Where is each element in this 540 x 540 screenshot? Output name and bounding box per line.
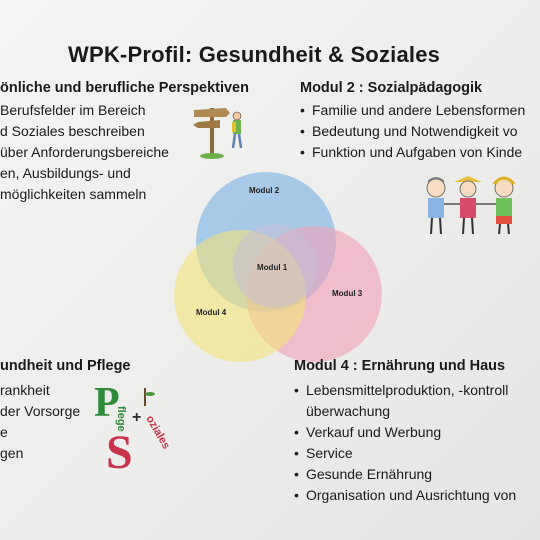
module3-line: rankheit (0, 382, 50, 398)
children-group-illustration (426, 176, 516, 235)
module4-item: Verkauf und Werbung (294, 422, 516, 443)
module2-item: Funktion und Aufgaben von Kinde (300, 142, 525, 163)
module3-line: gen (0, 445, 24, 461)
module1-line: en, Ausbildungs- und (0, 165, 131, 181)
svg-text:+: + (132, 409, 141, 426)
svg-text:oziales: oziales (143, 414, 172, 452)
venn-label-modul4: Modul 4 (196, 308, 227, 317)
pflege-soziales-logo: P flege + S oziales (94, 380, 172, 472)
module3-text: rankheit der Vorsorge e gen (0, 380, 80, 464)
module4-list: Lebensmittelproduktion, -kontrollüberwac… (294, 380, 516, 506)
module4-item: Service (294, 443, 516, 464)
module4-item: Gesunde Ernährung (294, 464, 516, 485)
venn-label-modul3: Modul 3 (332, 289, 363, 298)
svg-text:S: S (106, 426, 133, 472)
module3-line: der Vorsorge (0, 403, 81, 419)
module3-heading: undheit und Pflege (0, 358, 131, 374)
module1-heading: önliche und berufliche Perspektiven (0, 80, 249, 96)
module4-item: Organisation und Ausrichtung von (294, 485, 516, 506)
module4-item-continuation: überwachung (306, 403, 391, 419)
venn-label-modul2: Modul 2 (249, 186, 280, 195)
module2-item: Bedeutung und Notwendigkeit vo (300, 121, 525, 142)
svg-text:flege: flege (115, 406, 127, 432)
module2-list: Familie und andere Lebensformen Bedeutun… (300, 100, 525, 163)
module3-line: e (0, 424, 8, 440)
module4-item: Lebensmittelproduktion, -kontrollüberwac… (294, 380, 516, 422)
module4-heading: Modul 4 : Ernährung und Haus (294, 358, 506, 374)
module1-text: Berufsfelder im Bereich d Soziales besch… (0, 100, 169, 205)
module1-line: über Anforderungsbereiche (0, 144, 169, 160)
module1-line: Berufsfelder im Bereich (0, 102, 146, 118)
venn-label-modul1: Modul 1 (257, 263, 288, 272)
module2-item: Familie und andere Lebensformen (300, 100, 525, 121)
module1-line: d Soziales beschreiben (0, 123, 145, 139)
signpost-hiker-illustration (193, 108, 243, 159)
svg-text:P: P (94, 380, 120, 426)
module1-line: möglichkeiten sammeln (0, 186, 147, 202)
page-title: WPK-Profil: Gesundheit & Soziales (68, 42, 441, 67)
module2-heading: Modul 2 : Sozialpädagogik (300, 80, 483, 96)
venn-circle-module1 (233, 224, 317, 308)
